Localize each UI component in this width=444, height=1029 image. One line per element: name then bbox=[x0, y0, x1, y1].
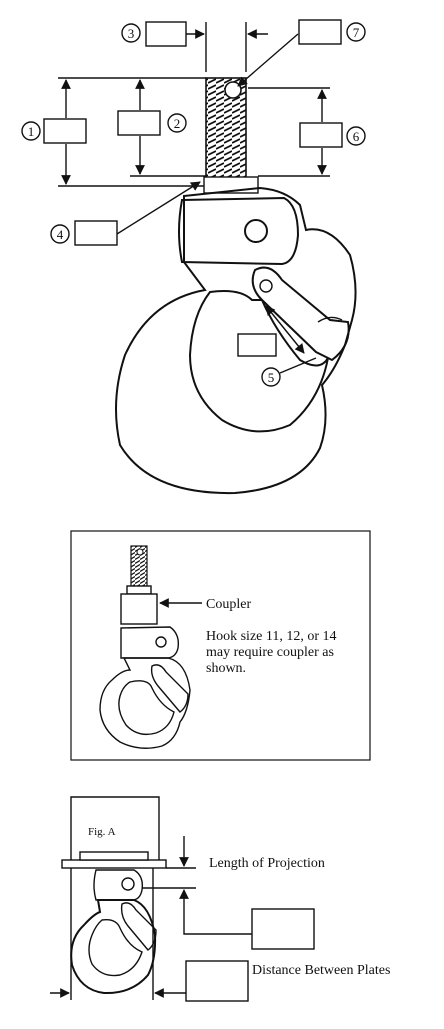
swivel-pin bbox=[244, 219, 268, 243]
coupler-hook-outline bbox=[99, 657, 191, 749]
callout-7-label: 7 bbox=[353, 25, 360, 40]
callout-5-label: 5 bbox=[268, 370, 275, 385]
plates-value-box bbox=[185, 960, 249, 1002]
dim4-leader bbox=[116, 181, 201, 235]
dim5-arrow bbox=[265, 305, 305, 354]
callout-5-circle bbox=[261, 367, 281, 387]
dim5-value-box bbox=[237, 333, 277, 357]
main-hook-drawing: 3 7 1 2 6 4 bbox=[21, 19, 366, 495]
plate-crossbar bbox=[61, 859, 167, 869]
projection-leader bbox=[183, 918, 252, 935]
callout-2-label: 2 bbox=[174, 116, 181, 131]
hook-throat bbox=[188, 290, 329, 433]
callout-4-label: 4 bbox=[57, 227, 64, 242]
callout-1-label: 1 bbox=[28, 124, 35, 139]
plates-drawing: Fig. A Length of Projection Distance Bet… bbox=[50, 796, 390, 1002]
dim1-value-box bbox=[43, 118, 87, 144]
callout-3-circle bbox=[121, 23, 141, 43]
coupler-body bbox=[120, 593, 158, 625]
plates-label: Distance Between Plates bbox=[252, 963, 390, 978]
plate-housing bbox=[70, 796, 160, 860]
plates-hook-latch bbox=[120, 902, 157, 951]
dim7-value-box bbox=[298, 19, 342, 45]
callout-1-circle bbox=[21, 121, 41, 141]
cotter-pin-hole bbox=[224, 81, 242, 99]
projection-label: Length of Projection bbox=[209, 856, 325, 871]
coupler-panel-border bbox=[70, 530, 371, 761]
dim7-leader bbox=[237, 33, 299, 87]
fig-a-label: Fig. A bbox=[88, 826, 116, 838]
plates-hook-outline bbox=[70, 899, 157, 995]
latch-pivot bbox=[259, 279, 273, 293]
coupler-label: Coupler bbox=[206, 597, 251, 612]
crossbar-block bbox=[79, 851, 149, 861]
coupler-hook-throat bbox=[118, 680, 175, 736]
coupler-stud-hole bbox=[136, 548, 144, 556]
dim6-value-box bbox=[299, 122, 343, 148]
plates-hook-throat bbox=[88, 918, 143, 977]
projection-value-box bbox=[251, 908, 315, 950]
dim3-value-box bbox=[145, 21, 187, 47]
callout-6-circle bbox=[346, 126, 366, 146]
plates-swivel-block bbox=[93, 869, 144, 901]
callout-4-circle bbox=[50, 224, 70, 244]
callout-3-label: 3 bbox=[128, 26, 135, 41]
coupler-hook-latch bbox=[150, 664, 189, 713]
plates-swivel-pin bbox=[121, 877, 135, 891]
coupler-stud-collar bbox=[126, 585, 152, 595]
coupler-swivel-block bbox=[120, 626, 180, 659]
latch-tip bbox=[317, 316, 343, 323]
safety-latch bbox=[251, 266, 350, 362]
coupler-note-line2: may require coupler as bbox=[206, 645, 334, 660]
dim2-value-box bbox=[117, 110, 161, 136]
dim4-value-box bbox=[74, 220, 118, 246]
swivel-block bbox=[178, 196, 300, 266]
callout-2-circle bbox=[167, 113, 187, 133]
coupler-swivel-pin bbox=[155, 636, 167, 648]
callout-6-label: 6 bbox=[353, 129, 360, 144]
coupler-note-line1: Hook size 11, 12, or 14 bbox=[206, 629, 337, 644]
coupler-note-line3: shown. bbox=[206, 661, 246, 676]
coupler-panel: Coupler Hook size 11, 12, or 14 may requ… bbox=[70, 530, 371, 761]
callout-7-circle bbox=[346, 22, 366, 42]
hook-outline bbox=[115, 186, 357, 495]
dim5-leader bbox=[279, 357, 317, 374]
